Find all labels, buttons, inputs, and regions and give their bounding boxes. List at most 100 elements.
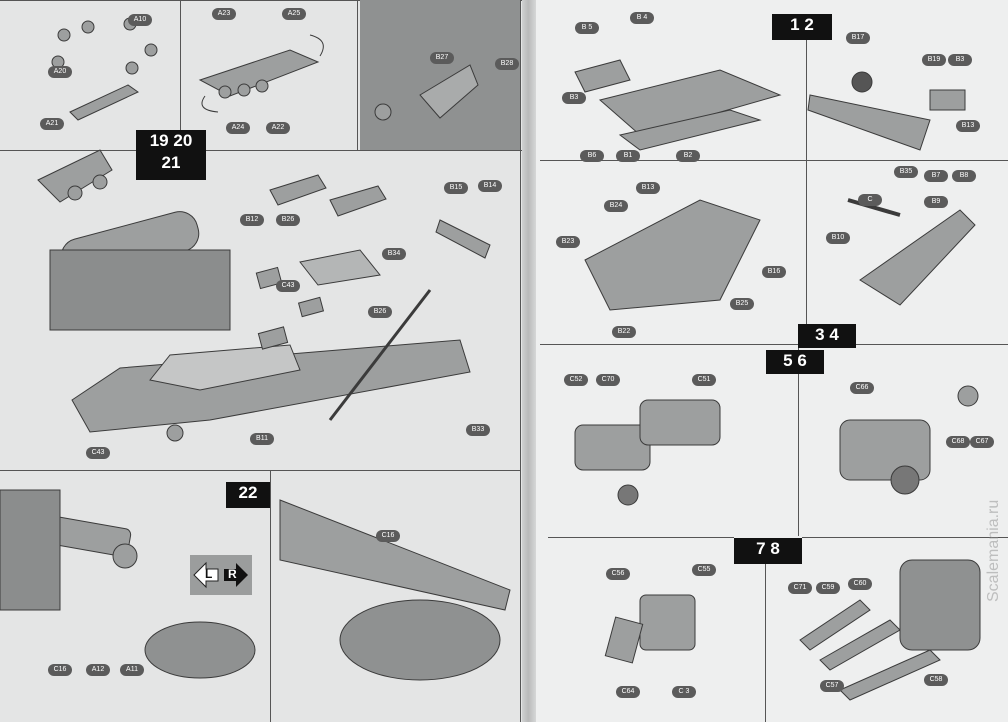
part-tag: B3 — [562, 92, 586, 104]
divider — [856, 344, 1008, 345]
part-tag: B3 — [948, 54, 972, 66]
step-number-22: 22 — [226, 482, 270, 508]
step-5: 5 — [783, 351, 793, 370]
divider — [357, 0, 358, 150]
part-tag: B10 — [826, 232, 850, 244]
part-tag: B11 — [250, 433, 274, 445]
part-tag: A22 — [266, 122, 290, 134]
part-tag: C43 — [276, 280, 300, 292]
divider — [0, 0, 522, 1]
step-19: 19 — [149, 131, 169, 150]
part-tag: A24 — [226, 122, 250, 134]
divider — [540, 160, 1008, 161]
left-label: L — [205, 567, 213, 581]
step-6: 6 — [797, 351, 807, 370]
part-tag: B25 — [730, 298, 754, 310]
step-number-5-6: 5 6 — [766, 350, 824, 374]
part-tag: A20 — [48, 66, 72, 78]
step-20: 20 — [173, 131, 193, 150]
divider — [0, 470, 520, 471]
divider — [798, 344, 799, 536]
step-3: 3 — [815, 325, 825, 344]
part-tag: B24 — [604, 200, 628, 212]
part-tag: C16 — [48, 664, 72, 676]
part-tag: B26 — [276, 214, 300, 226]
step-number-1-2: 1 2 — [772, 14, 832, 40]
part-tag: B8 — [952, 170, 976, 182]
part-tag: B19 — [922, 54, 946, 66]
part-tag: C59 — [816, 582, 840, 594]
step-4: 4 — [829, 325, 839, 344]
step-7: 7 — [756, 539, 766, 558]
part-tag: C43 — [86, 447, 110, 459]
divider — [548, 537, 734, 538]
part-tag: C57 — [820, 680, 844, 692]
part-tag: B33 — [466, 424, 490, 436]
part-tag: C67 — [970, 436, 994, 448]
divider — [205, 150, 522, 151]
part-tag: B28 — [495, 58, 519, 70]
part-tag: A21 — [40, 118, 64, 130]
part-tag: B22 — [612, 326, 636, 338]
part-tag: C52 — [564, 374, 588, 386]
step-number-7-8: 7 8 — [734, 538, 802, 564]
part-tag: B1 — [616, 150, 640, 162]
part-tag: B26 — [368, 306, 392, 318]
right-label: R — [228, 567, 237, 581]
part-tag: C 3 — [672, 686, 696, 698]
hull-plate-drawing — [598, 69, 782, 136]
part-tag: B13 — [636, 182, 660, 194]
part-tag: B6 — [580, 150, 604, 162]
step-8: 8 — [770, 539, 780, 558]
part-tag: A10 — [128, 14, 152, 26]
step-21: 21 — [161, 153, 181, 172]
part-tag: A11 — [120, 664, 144, 676]
part-tag: B35 — [894, 166, 918, 178]
road-wheel-drawing — [51, 17, 158, 121]
part-tag: C64 — [616, 686, 640, 698]
part-tag: C66 — [850, 382, 874, 394]
part-tag: B 5 — [575, 22, 599, 34]
part-tag: C55 — [692, 564, 716, 576]
part-tag: C70 — [596, 374, 620, 386]
part-tag: C51 — [692, 374, 716, 386]
divider — [540, 344, 798, 345]
part-tag: A12 — [86, 664, 110, 676]
part-tag: B9 — [924, 196, 948, 208]
bogie-drawing — [37, 149, 113, 203]
part-tag: B17 — [846, 32, 870, 44]
part-tag: B15 — [444, 182, 468, 194]
part-tag: A23 — [212, 8, 236, 20]
step-2: 2 — [804, 15, 814, 34]
part-tag: B13 — [956, 120, 980, 132]
transmission-drawing — [574, 424, 651, 471]
hull-bottom-drawing — [584, 199, 761, 311]
part-tag: B 4 — [630, 12, 654, 24]
part-tag: B34 — [382, 248, 406, 260]
divider — [765, 560, 766, 722]
part-tag: C71 — [788, 582, 812, 594]
part-tag: A25 — [282, 8, 306, 20]
engine-block-drawing — [639, 594, 696, 651]
step-1: 1 — [790, 15, 800, 34]
part-tag: C56 — [606, 568, 630, 580]
divider — [806, 30, 807, 340]
watermark: Scalemania.ru — [985, 499, 1002, 602]
part-tag: B27 — [430, 52, 454, 64]
divider — [802, 537, 1008, 538]
divider — [180, 0, 181, 150]
part-tag: C16 — [376, 530, 400, 542]
step-number-19-20-21: 19 20 21 — [136, 130, 206, 180]
chassis-drawing — [71, 339, 471, 433]
part-tag: B2 — [676, 150, 700, 162]
part-tag: B23 — [556, 236, 580, 248]
track-drawing — [144, 621, 256, 679]
part-tag: B14 — [478, 180, 502, 192]
part-tag: C60 — [848, 578, 872, 590]
part-tag: B12 — [240, 214, 264, 226]
divider — [0, 150, 140, 151]
page-gutter — [522, 0, 536, 722]
left-right-indicator: L R — [190, 555, 252, 595]
part-tag: C58 — [924, 674, 948, 686]
